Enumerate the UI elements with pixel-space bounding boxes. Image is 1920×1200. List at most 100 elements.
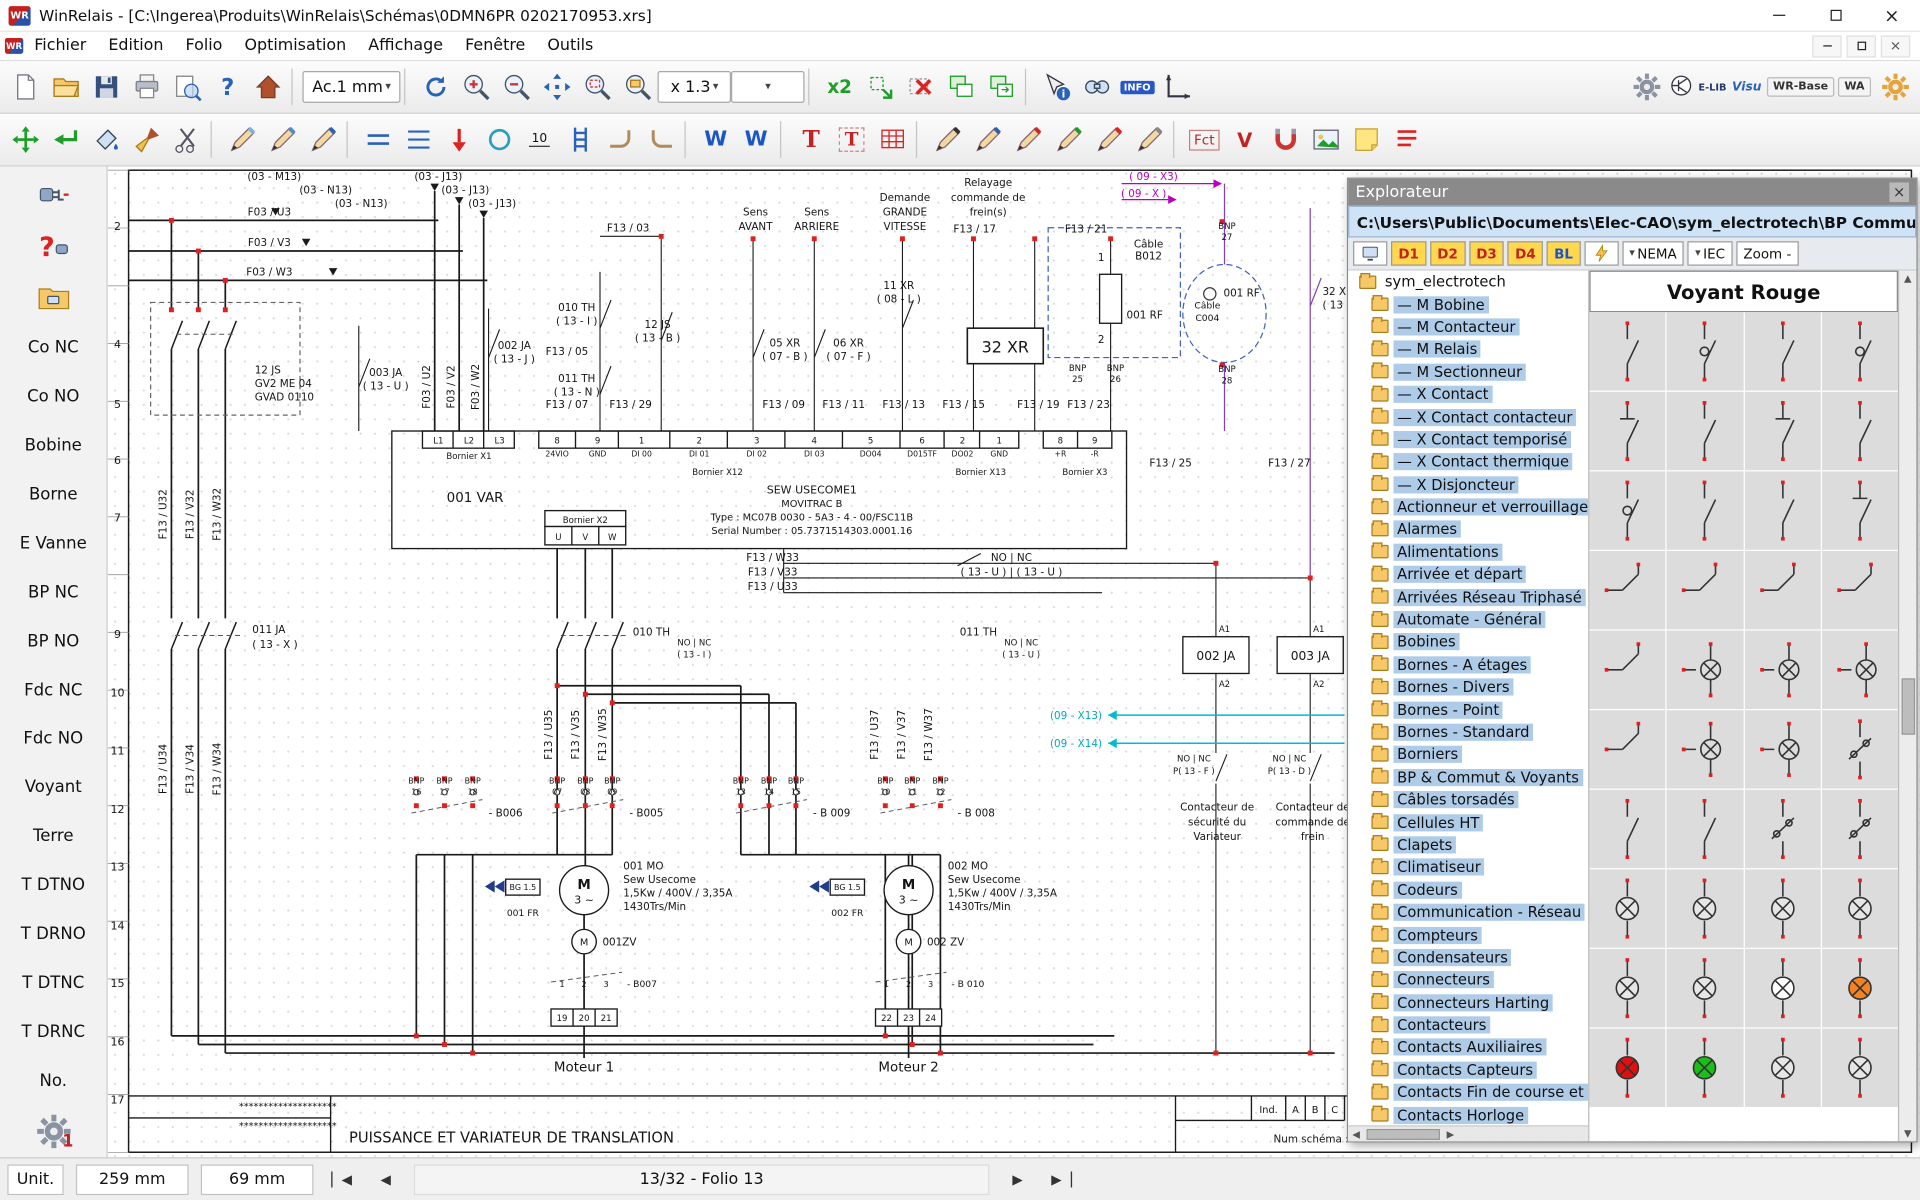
tree-item[interactable]: Bornes - Divers	[1348, 676, 1588, 699]
table-red-button[interactable]	[872, 117, 912, 162]
tree-item[interactable]: Alarmes	[1348, 518, 1588, 541]
tree-item[interactable]: Connecteurs	[1348, 969, 1588, 992]
symbol-cell-contact[interactable]	[1744, 391, 1821, 471]
tree-item[interactable]: Contacteurs	[1348, 1014, 1588, 1037]
symbol-cell-contact[interactable]	[1821, 471, 1898, 550]
visu-button[interactable]: Visu	[1727, 64, 1767, 109]
symbol-cell-contact[interactable]	[1744, 710, 1821, 789]
scroll-down-icon[interactable]: ▼	[1903, 1127, 1912, 1139]
pen-4-button[interactable]	[1048, 117, 1088, 162]
prev-folio-button[interactable]: ◀	[380, 1171, 391, 1188]
menu-optimisation[interactable]: Optimisation	[244, 36, 347, 56]
tree-item[interactable]: Bobines	[1348, 631, 1588, 654]
wire-w-button[interactable]: W	[696, 117, 736, 162]
sidebar-item-bp-nc[interactable]: BP NC	[28, 582, 79, 602]
tree-item[interactable]: Borniers	[1348, 744, 1588, 767]
pour-button[interactable]	[86, 117, 126, 162]
pen-3-button[interactable]	[1008, 117, 1048, 162]
scroll-thumb[interactable]	[1901, 677, 1915, 735]
settings-gear-button[interactable]	[1626, 64, 1666, 109]
close-button[interactable]: ×	[1884, 4, 1900, 27]
measure-button[interactable]: 10	[519, 117, 559, 162]
lightning-button[interactable]	[1583, 241, 1619, 266]
tree-item[interactable]: — X Disjoncteur	[1348, 473, 1588, 496]
symbol-cell-contact[interactable]	[1666, 391, 1744, 471]
symbol-cell-contact[interactable]	[1821, 630, 1898, 709]
grid-size-dropdown[interactable]: Ac.1 mm▾	[302, 71, 401, 103]
symbol-cell-lamp[interactable]	[1744, 1028, 1821, 1107]
pan-button[interactable]	[537, 64, 577, 109]
d4-button[interactable]: D4	[1507, 241, 1544, 266]
tree-item[interactable]: BP & Commut & Voyants	[1348, 766, 1588, 789]
d3-button[interactable]: D3	[1468, 241, 1505, 266]
sidebar-item-t-dtno[interactable]: T DTNO	[21, 875, 86, 896]
sidebar-item-e-vanne[interactable]: E Vanne	[19, 533, 87, 554]
delete-selection-button[interactable]	[900, 64, 940, 109]
scroll-left-icon[interactable]: ◀	[1352, 1128, 1360, 1140]
pen-5-button[interactable]	[1089, 117, 1129, 162]
mdi-restore-button[interactable]	[1846, 34, 1876, 57]
help-button[interactable]: ?	[207, 64, 247, 109]
tree-item[interactable]: Codeurs	[1348, 879, 1588, 902]
export-image-button[interactable]	[981, 64, 1021, 109]
schematic-drawing[interactable]: (03 - M13)(03 - N13)(03 - N13)(03 - J13)…	[107, 167, 1920, 1158]
object-info-button[interactable]: i	[1036, 64, 1076, 109]
tree-item[interactable]: Automate - Général	[1348, 608, 1588, 631]
symbol-cell-contact[interactable]	[1821, 391, 1898, 471]
copy-image-button[interactable]	[941, 64, 981, 109]
tree-item[interactable]: — M Contacteur	[1348, 316, 1588, 339]
symbol-cell-contact[interactable]	[1589, 312, 1666, 391]
scale-x2-button[interactable]: x2	[819, 64, 859, 109]
sidebar-item-no-[interactable]: No.	[39, 1071, 67, 1092]
tree-item[interactable]: Communication - Réseau	[1348, 901, 1588, 924]
zoom-out-button[interactable]	[496, 64, 536, 109]
menu-edition[interactable]: Edition	[108, 36, 164, 56]
move-button[interactable]	[5, 117, 45, 162]
tree-item[interactable]: — X Contact contacteur	[1348, 406, 1588, 429]
symbol-cell-contact[interactable]	[1744, 312, 1821, 391]
menu-affichage[interactable]: Affichage	[368, 36, 444, 56]
iec-button[interactable]: ▾IEC	[1687, 241, 1733, 266]
symbol-cell-lamp[interactable]	[1666, 948, 1744, 1028]
image-button[interactable]	[1305, 117, 1345, 162]
object-search-button[interactable]	[1077, 64, 1117, 109]
symbol-cell-lamp[interactable]	[1666, 1028, 1744, 1107]
tree-item[interactable]: — X Contact temporisé	[1348, 428, 1588, 451]
tree-item[interactable]: — X Contact thermique	[1348, 451, 1588, 474]
sidebar-item-bobine[interactable]: Bobine	[24, 435, 82, 456]
tree-item[interactable]: — M Bobine	[1348, 293, 1588, 316]
symbol-cell-lamp[interactable]	[1821, 1028, 1898, 1107]
symbol-library-icon[interactable]	[0, 272, 107, 323]
axis-origin-button[interactable]	[1157, 64, 1197, 109]
symbol-cell-contact[interactable]	[1666, 789, 1744, 869]
save-button[interactable]	[86, 64, 126, 109]
sidebar-item-fdc-nc[interactable]: Fdc NC	[24, 680, 83, 700]
tree-item[interactable]: Climatiseur	[1348, 856, 1588, 879]
zoom-window-button[interactable]	[577, 64, 617, 109]
minimize-button[interactable]	[1751, 0, 1807, 31]
zoom-factor-dropdown[interactable]: x 1.3▾	[657, 71, 732, 103]
symbol-help-icon[interactable]: ?	[0, 220, 107, 271]
symbol-cell-contact[interactable]	[1821, 312, 1898, 391]
symbol-cell-contact[interactable]	[1589, 471, 1666, 550]
pen-1-button[interactable]	[927, 117, 967, 162]
symbol-cell-contact[interactable]	[1589, 789, 1666, 869]
more-dropdown[interactable]: ▾	[731, 71, 805, 103]
first-folio-button[interactable]: ▏◀	[331, 1171, 352, 1188]
attract-button[interactable]	[1265, 117, 1305, 162]
cut-button[interactable]	[167, 117, 207, 162]
symbol-cell-lamp[interactable]	[1589, 869, 1666, 948]
sidebar-item-terre[interactable]: Terre	[32, 826, 74, 847]
sidebar-item-co-no[interactable]: Co NO	[27, 386, 80, 407]
tree-item[interactable]: Arrivée et départ	[1348, 563, 1588, 586]
align-button[interactable]	[398, 117, 438, 162]
cable-2-button[interactable]	[262, 117, 302, 162]
tree-item[interactable]: — M Relais	[1348, 338, 1588, 361]
close-icon[interactable]: ×	[1889, 182, 1909, 203]
tree-item[interactable]: Condensateurs	[1348, 946, 1588, 969]
tree-item[interactable]: Actionneur et verrouillage	[1348, 496, 1589, 519]
text-frame-button[interactable]: T	[831, 117, 871, 162]
sidebar-item-borne[interactable]: Borne	[28, 484, 78, 505]
symbol-cell-contact[interactable]	[1744, 551, 1821, 630]
symbol-cell-contact[interactable]	[1744, 471, 1821, 550]
